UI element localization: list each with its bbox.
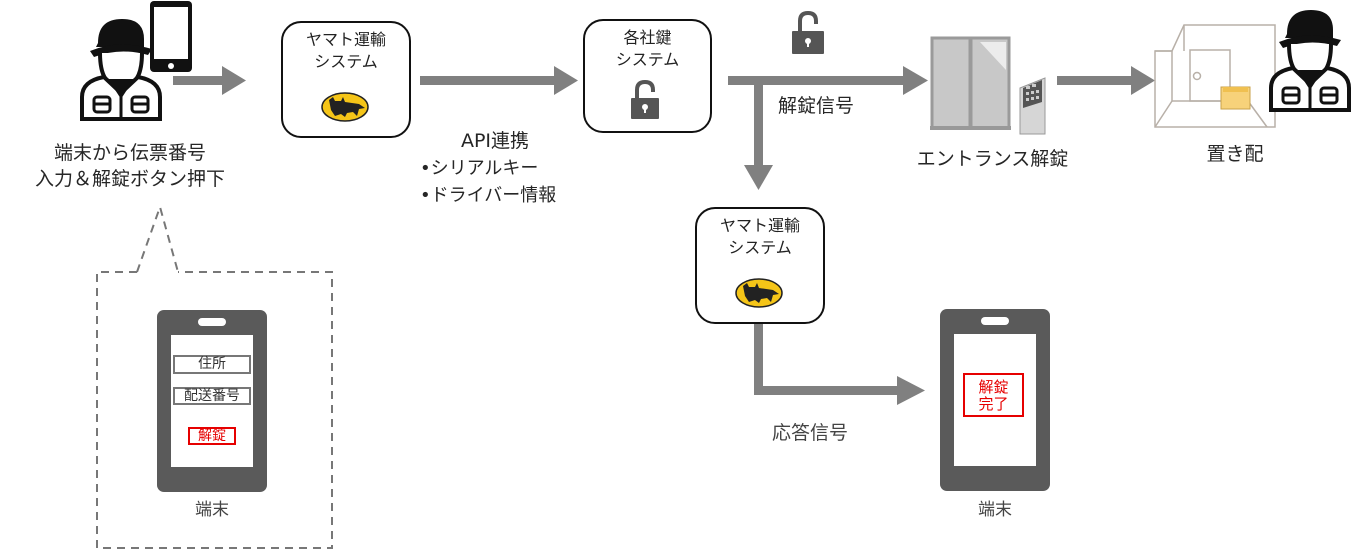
arrowhead: [1131, 66, 1155, 95]
response-signal-label: 応答信号: [772, 422, 849, 444]
driver-action-label: 端末から伝票番号 入力＆解錠ボタン押下: [20, 140, 240, 192]
terminal-right: 解錠 完了: [940, 309, 1050, 491]
callout-dashed-outline: [96, 203, 333, 549]
driver-icon: [80, 19, 162, 121]
phone-speaker: [981, 317, 1009, 325]
smartphone-icon: [150, 1, 192, 72]
terminal-left-caption: 端末: [195, 500, 229, 520]
terminal-left: 住所 配送番号 解錠: [157, 310, 267, 492]
delivery-box-room-icon: [1154, 24, 1276, 128]
arrowhead: [897, 376, 925, 405]
arrowhead: [554, 66, 578, 95]
key-system-box: 各社鍵 システム: [583, 19, 712, 133]
unlocked-padlock-icon: [792, 10, 824, 54]
arrow-yamato-to-key: [420, 76, 555, 85]
yamato-cat-logo-icon: [735, 278, 783, 308]
yamato-system-title: ヤマト運輸 システム: [305, 30, 386, 71]
delivery-number-field[interactable]: 配送番号: [173, 387, 251, 405]
api-item-driver-info: •ドライバー情報: [420, 185, 557, 206]
arrow-key-to-yamato-bottom: [754, 84, 763, 166]
api-title: API連携: [460, 130, 530, 152]
terminal-left-screen: 住所 配送番号 解錠: [171, 335, 253, 467]
unlock-signal-label: 解錠信号: [778, 95, 855, 117]
driver-action-line1: 端末から伝票番号: [53, 142, 206, 164]
address-field[interactable]: 住所: [173, 355, 251, 374]
yamato-cat-logo-icon: [321, 92, 369, 122]
arrow-driver-to-yamato: [173, 76, 223, 85]
placement-delivery-label: 置き配: [1206, 143, 1264, 165]
entrance-unlock-label: エントランス解錠: [916, 148, 1069, 170]
arrow-entrance-to-placement: [1057, 76, 1132, 85]
api-item-serial-key: •シリアルキー: [420, 158, 539, 179]
terminal-right-caption: 端末: [978, 500, 1012, 520]
arrowhead: [903, 66, 928, 95]
key-system-title: 各社鍵 システム: [615, 28, 680, 69]
arrow-key-to-entrance: [728, 76, 904, 85]
unlock-complete-status: 解錠 完了: [963, 373, 1024, 417]
driver-icon: [1269, 10, 1351, 112]
entrance-door-icon: [930, 36, 1046, 135]
yamato-system-box-top: ヤマト運輸 システム: [281, 21, 411, 138]
arrowhead: [744, 165, 773, 190]
driver-action-line2: 入力＆解錠ボタン押下: [34, 168, 225, 190]
terminal-right-screen: 解錠 完了: [954, 334, 1036, 466]
unlocked-padlock-icon: [631, 79, 659, 119]
yamato-system-box-bottom: ヤマト運輸 システム: [695, 207, 825, 324]
yamato-system-title: ヤマト運輸 システム: [719, 216, 800, 257]
phone-speaker: [198, 318, 226, 326]
arrow-response-vertical: [754, 322, 763, 395]
unlock-button[interactable]: 解錠: [188, 427, 236, 445]
arrow-response-horizontal: [754, 386, 899, 395]
arrowhead: [222, 66, 246, 95]
